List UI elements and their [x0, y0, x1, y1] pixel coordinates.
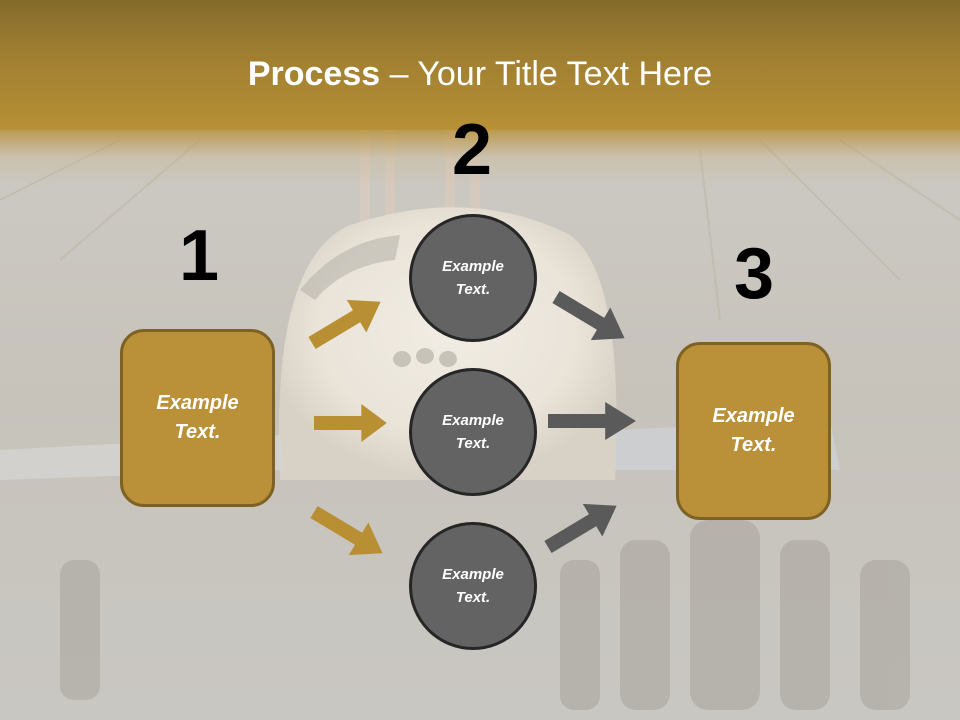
title-bar-fade [0, 128, 960, 188]
circle-top-text-line1: Example [442, 258, 504, 275]
step-number-3: 3 [733, 234, 775, 314]
title-bar [0, 0, 960, 130]
step-number-1: 1 [178, 216, 220, 296]
title-rest: – Your Title Text Here [380, 55, 713, 93]
slide-title: Process – Your Title Text Here [0, 52, 960, 96]
circle-middle-text-line2: Text. [455, 435, 491, 452]
step-3-text-line2: Text. [730, 434, 777, 456]
step-2-circle-top[interactable]: Example Text. [409, 214, 537, 342]
step-3-box[interactable]: Example Text. [676, 342, 831, 520]
title-bold: Process [247, 55, 381, 93]
circle-bottom-text-line1: Example [442, 566, 504, 583]
step-2-circle-middle[interactable]: Example Text. [409, 368, 537, 496]
circle-bottom-text-line2: Text. [455, 589, 491, 606]
step-1-text-line2: Text. [174, 421, 221, 443]
step-2-circle-bottom[interactable]: Example Text. [409, 522, 537, 650]
step-1-box[interactable]: Example Text. [120, 329, 275, 507]
circle-middle-text-line1: Example [442, 412, 504, 429]
step-number-2: 2 [451, 110, 493, 190]
circle-top-text-line2: Text. [455, 281, 491, 298]
step-1-text-line1: Example [156, 392, 239, 414]
step-3-text-line1: Example [712, 405, 795, 427]
